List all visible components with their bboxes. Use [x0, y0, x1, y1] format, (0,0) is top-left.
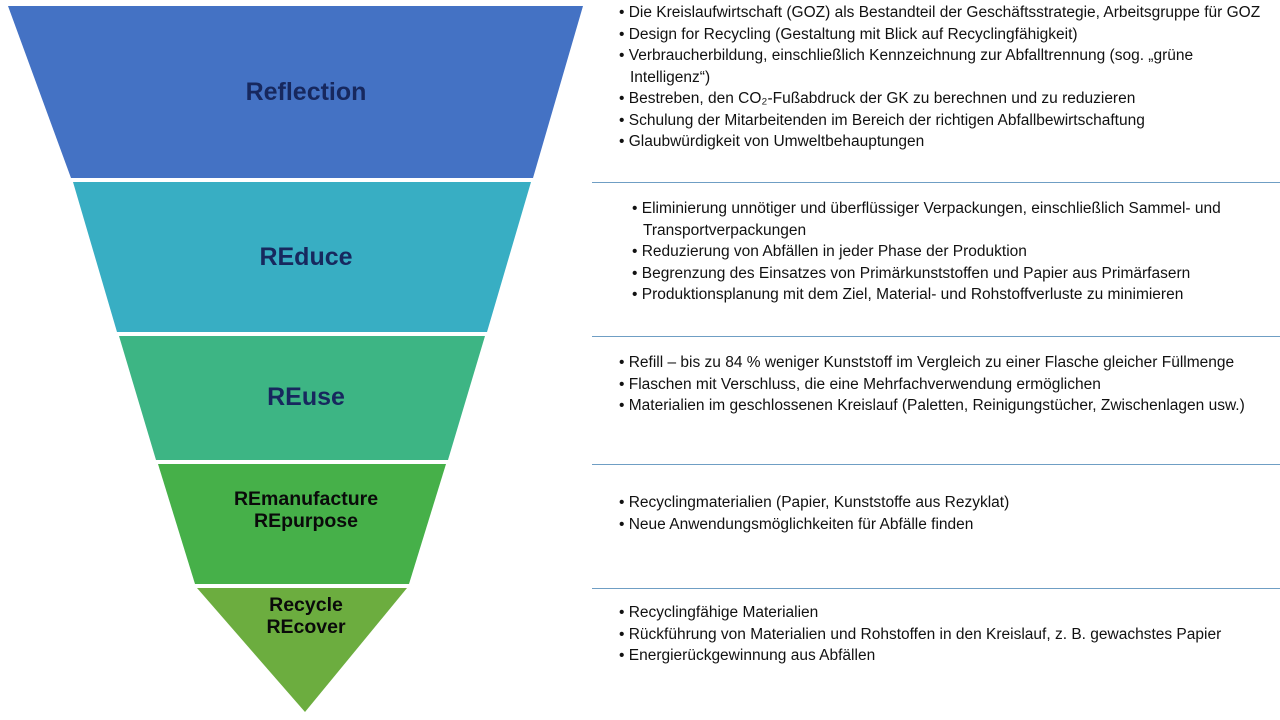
bullet-item: Materialien im geschlossenen Kreislauf (…: [619, 395, 1276, 417]
pyramid-tier-reuse[interactable]: [119, 336, 485, 460]
pyramid-tier-reduce[interactable]: [73, 182, 531, 332]
detail-block-recycle: Recyclingfähige MaterialienRückführung v…: [592, 588, 1280, 667]
detail-block-remanufacture: Recyclingmaterialien (Papier, Kunststoff…: [592, 464, 1280, 535]
bullet-item: Begrenzung des Einsatzes von Primärkunst…: [632, 263, 1276, 285]
section-divider: [592, 182, 1280, 183]
bullet-item: Recyclingfähige Materialien: [619, 602, 1276, 624]
bullet-item: Eliminierung unnötiger und überflüssiger…: [632, 198, 1276, 241]
bullet-list-reuse: Refill – bis zu 84 % weniger Kunststoff …: [592, 352, 1276, 417]
detail-block-reflection: Die Kreislaufwirtschaft (GOZ) als Bestan…: [592, 2, 1280, 153]
bullet-list-recycle: Recyclingfähige MaterialienRückführung v…: [592, 602, 1276, 667]
bullet-item: Schulung der Mitarbeitenden im Bereich d…: [619, 110, 1276, 132]
bullet-item: Rückführung von Materialien und Rohstoff…: [619, 624, 1276, 646]
detail-block-reuse: Refill – bis zu 84 % weniger Kunststoff …: [592, 336, 1280, 417]
bullet-item: Bestreben, den CO₂-Fußabdruck der GK zu …: [619, 88, 1276, 110]
bullet-list-reflection: Die Kreislaufwirtschaft (GOZ) als Bestan…: [592, 2, 1276, 153]
detail-column: Die Kreislaufwirtschaft (GOZ) als Bestan…: [592, 0, 1280, 720]
bullet-item: Produktionsplanung mit dem Ziel, Materia…: [632, 284, 1276, 306]
bullet-item: Reduzierung von Abfällen in jeder Phase …: [632, 241, 1276, 263]
bullet-list-reduce: Eliminierung unnötiger und überflüssiger…: [592, 198, 1276, 306]
bullet-item: Die Kreislaufwirtschaft (GOZ) als Bestan…: [619, 2, 1276, 24]
section-divider: [592, 336, 1280, 337]
bullet-item: Energierückgewinnung aus Abfällen: [619, 645, 1276, 667]
detail-block-reduce: Eliminierung unnötiger und überflüssiger…: [592, 182, 1280, 306]
bullet-item: Refill – bis zu 84 % weniger Kunststoff …: [619, 352, 1276, 374]
bullet-item: Design for Recycling (Gestaltung mit Bli…: [619, 24, 1276, 46]
section-divider: [592, 588, 1280, 589]
bullet-item: Glaubwürdigkeit von Umweltbehauptungen: [619, 131, 1276, 153]
pyramid-tier-remanufacture[interactable]: [158, 464, 446, 584]
bullet-item: Recyclingmaterialien (Papier, Kunststoff…: [619, 492, 1276, 514]
bullet-item: Flaschen mit Verschluss, die eine Mehrfa…: [619, 374, 1276, 396]
section-divider: [592, 464, 1280, 465]
bullet-list-remanufacture: Recyclingmaterialien (Papier, Kunststoff…: [592, 492, 1276, 535]
pyramid-tier-recycle[interactable]: [197, 588, 407, 712]
bullet-item: Neue Anwendungsmöglichkeiten für Abfälle…: [619, 514, 1276, 536]
inverted-pyramid-graphic: [8, 6, 583, 712]
bullet-item: Verbraucherbildung, einschließlich Kennz…: [619, 45, 1276, 88]
pyramid-tier-reflection[interactable]: [8, 6, 583, 178]
